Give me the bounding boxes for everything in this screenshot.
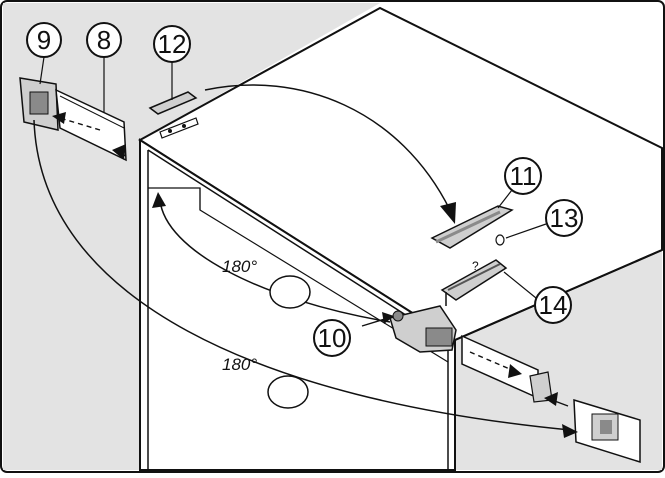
callout-13: 13 — [545, 199, 583, 237]
callout-9-label: 9 — [37, 25, 51, 55]
callout-13-label: 13 — [550, 203, 579, 233]
question-mark: ? — [472, 259, 479, 273]
rotation-oval-lower — [267, 375, 309, 409]
callout-12: 12 — [153, 25, 191, 63]
arrow-strip-to-corner — [112, 144, 127, 160]
arrow-left-strip — [52, 112, 101, 131]
hinge-plate-part-14 — [440, 259, 508, 306]
hinge-bracket-relocated — [573, 398, 641, 464]
cap-part-12 — [148, 91, 198, 115]
callout-8: 8 — [86, 22, 122, 58]
arrow-bracket-up — [544, 392, 569, 407]
callout-9: 9 — [26, 22, 62, 58]
top-hole-slots — [159, 117, 199, 139]
hinge-mechanism-part-10 — [389, 305, 457, 353]
rotation-oval-upper — [269, 275, 311, 309]
callout-12-label: 12 — [158, 29, 187, 59]
callout-14: 14 — [534, 286, 572, 324]
callout-10-label: 10 — [318, 323, 347, 353]
hinge-bracket-part-9 — [19, 77, 59, 131]
screw-part-13 — [495, 234, 505, 246]
arrow-12-to-11 — [204, 84, 456, 224]
angle-label-lower: 180° — [222, 355, 257, 374]
arrow-right-strip — [469, 351, 522, 378]
callout-11-label: 11 — [510, 161, 537, 191]
callout-8-label: 8 — [97, 25, 111, 55]
rotation-arrow-lower — [33, 119, 578, 438]
callout-10: 10 — [313, 319, 351, 357]
callout-14-label: 14 — [539, 290, 568, 320]
rotation-arrow-upper — [152, 192, 391, 323]
callout-11: 11 — [504, 157, 542, 195]
hinge-cover-part-11 — [430, 205, 514, 249]
angle-label-upper: 180° — [222, 257, 257, 276]
